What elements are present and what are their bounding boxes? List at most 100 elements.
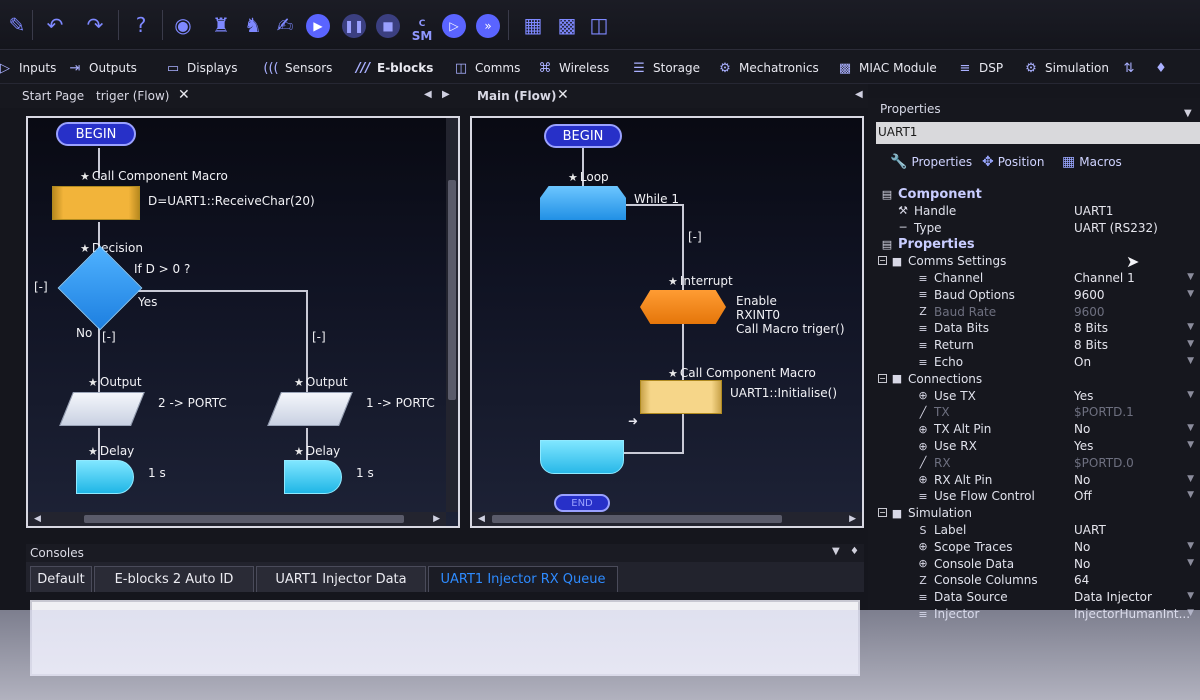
dropdown-arrow-icon[interactable]: ▼ xyxy=(1187,389,1194,400)
begin-node[interactable]: BEGIN xyxy=(56,122,136,146)
document-icon[interactable]: ✎ xyxy=(8,13,26,37)
property-value[interactable]: UART (RS232) xyxy=(1074,220,1158,235)
property-row-connections[interactable]: −■Connections xyxy=(868,371,1200,388)
property-row-tx[interactable]: ╱TX$PORTD.1 xyxy=(868,404,1200,421)
menu-sensors[interactable]: ((( Sensors xyxy=(263,60,333,76)
chip-icon[interactable]: ▩ xyxy=(557,13,577,37)
redo-icon[interactable]: ↷ xyxy=(86,13,104,37)
collapse-toggle-icon[interactable]: − xyxy=(878,373,887,383)
dropdown-arrow-icon[interactable]: ▼ xyxy=(1187,557,1194,568)
property-row-simulation[interactable]: −■Simulation xyxy=(868,505,1200,522)
ptab-macros[interactable]: ▦ Macros xyxy=(1062,154,1122,170)
main-end-node[interactable]: END xyxy=(554,494,610,512)
interrupt-node[interactable] xyxy=(640,290,726,324)
menu-dsp[interactable]: ≡ DSP xyxy=(956,60,1004,76)
main-call-macro-node[interactable] xyxy=(640,380,722,414)
property-value[interactable]: 9600 xyxy=(1074,287,1105,302)
delay-yes-node[interactable] xyxy=(284,460,342,494)
property-value[interactable]: 64 xyxy=(1074,573,1090,588)
dropdown-arrow-icon[interactable]: ▼ xyxy=(1187,322,1194,333)
loop-branch-marker[interactable]: [-] xyxy=(688,230,702,244)
help-icon[interactable]: ? xyxy=(135,13,147,37)
main-partial-node[interactable] xyxy=(540,440,624,474)
component-name-field[interactable]: UART1 xyxy=(876,122,1200,144)
main-flowchart-panel[interactable]: BEGIN Loop While 1 [-] Interrupt Enable … xyxy=(470,116,864,528)
tab-scroll-left-icon[interactable]: ◀ xyxy=(424,89,432,100)
menu-miac-module[interactable]: ▩ MIAC Module xyxy=(836,60,937,76)
menu-displays[interactable]: ▭ Displays xyxy=(164,60,238,76)
consoles-pin-icon[interactable]: ♦ xyxy=(850,546,859,557)
tab-scroll-right-icon[interactable]: ▶ xyxy=(442,89,450,100)
property-value[interactable]: Yes xyxy=(1074,388,1094,403)
property-value[interactable]: 8 Bits xyxy=(1074,321,1108,336)
property-value[interactable]: No xyxy=(1074,472,1091,487)
inspect-icon[interactable]: ✍ xyxy=(276,13,294,37)
output-yes-node[interactable] xyxy=(267,392,353,426)
no-branch-marker[interactable]: [-] xyxy=(102,330,116,344)
ghost-icon[interactable]: ♜ xyxy=(212,13,230,37)
property-row-rx[interactable]: ╱RX$PORTD.0 xyxy=(868,455,1200,472)
dropdown-arrow-icon[interactable]: ▼ xyxy=(1187,608,1194,618)
console-tab-injector-rx-queue[interactable]: UART1 Injector RX Queue xyxy=(428,566,618,592)
triger-flowchart-panel[interactable]: BEGIN Call Component Macro D=UART1::Rece… xyxy=(26,116,460,528)
property-row-properties[interactable]: ▤Properties xyxy=(868,236,1200,253)
delay-no-node[interactable] xyxy=(76,460,134,494)
collapse-toggle-icon[interactable]: − xyxy=(878,256,887,266)
menu-extra[interactable]: ⇅ xyxy=(1120,60,1138,76)
dropdown-arrow-icon[interactable]: ▼ xyxy=(1187,288,1194,299)
stop-icon[interactable]: ■ xyxy=(376,14,400,38)
dropdown-arrow-icon[interactable]: ▼ xyxy=(1187,473,1194,484)
dropdown-arrow-icon[interactable]: ▼ xyxy=(1187,339,1194,350)
dropdown-arrow-icon[interactable]: ▼ xyxy=(1187,272,1194,282)
calculator-icon[interactable]: ▦ xyxy=(523,13,543,37)
menu-eblocks[interactable]: /// E-blocks xyxy=(355,60,434,76)
loop-node[interactable] xyxy=(540,186,626,220)
menu-mechatronics[interactable]: ⚙ Mechatronics xyxy=(716,60,819,76)
property-value[interactable]: UART1 xyxy=(1074,203,1114,218)
view-icon[interactable]: ◉ xyxy=(174,13,192,37)
triger-horizontal-scrollbar[interactable]: ◀ ▶ xyxy=(28,512,446,526)
property-value[interactable]: No xyxy=(1074,422,1091,437)
property-value[interactable]: No xyxy=(1074,539,1091,554)
menu-storage[interactable]: ☰ Storage xyxy=(630,60,700,76)
play-icon[interactable]: ▶ xyxy=(306,14,330,38)
property-row-component[interactable]: ▤Component xyxy=(868,186,1200,203)
ptab-properties[interactable]: 🔧 Properties xyxy=(890,154,973,170)
console-tab-default[interactable]: Default xyxy=(30,566,92,592)
step-over-icon[interactable]: ▷ xyxy=(442,14,466,38)
property-value[interactable]: On xyxy=(1074,355,1092,369)
dropdown-arrow-icon[interactable]: ▼ xyxy=(1187,423,1194,434)
console-output-area[interactable] xyxy=(30,600,860,676)
tab-main-close-icon[interactable]: ✕ xyxy=(557,87,569,103)
property-row-comms-settings[interactable]: −■Comms Settings xyxy=(868,253,1200,270)
undo-icon[interactable]: ↶ xyxy=(46,13,64,37)
property-value[interactable]: 8 Bits xyxy=(1074,338,1108,353)
dropdown-arrow-icon[interactable]: ▼ xyxy=(1187,540,1194,551)
property-value[interactable]: No xyxy=(1074,556,1091,571)
console-tab-eblocks[interactable]: E-blocks 2 Auto ID xyxy=(94,566,254,592)
dropdown-arrow-icon[interactable]: ▼ xyxy=(1187,440,1194,450)
pause-icon[interactable]: ❚❚ xyxy=(342,14,366,38)
main-horizontal-scrollbar[interactable]: ◀ ▶ xyxy=(472,512,862,526)
output-no-node[interactable] xyxy=(59,392,145,426)
triger-vertical-scrollbar[interactable] xyxy=(446,118,458,512)
collapse-toggle-icon[interactable]: − xyxy=(878,508,887,518)
consoles-menu-icon[interactable]: ▼ xyxy=(832,546,840,557)
dropdown-arrow-icon[interactable]: ▼ xyxy=(1187,490,1194,501)
collapse-marker[interactable]: [-] xyxy=(34,280,48,294)
menu-inputs[interactable]: ▷ Inputs xyxy=(0,60,56,76)
